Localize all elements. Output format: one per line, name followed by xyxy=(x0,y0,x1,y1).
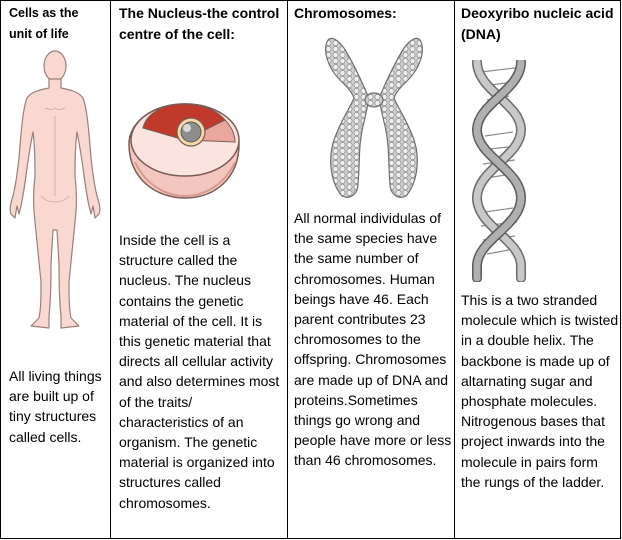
column-text: Inside the cell is a structure called th… xyxy=(119,232,280,511)
column-heading: The Nucleus-the control centre of the ce… xyxy=(119,5,280,42)
cell-nucleus-icon xyxy=(128,103,240,199)
column-cells: Cells as the unit of life All living thi… xyxy=(0,0,110,539)
chromosome-icon xyxy=(325,37,423,198)
column-heading: Cells as the unit of life xyxy=(9,6,79,41)
column-divider xyxy=(110,0,111,539)
column-text: All normal individulas of the same speci… xyxy=(294,210,452,469)
column-dna: Deoxyribo nucleic acid (DNA) This is a t… xyxy=(455,0,621,539)
column-text: This is a two stranded molecule which is… xyxy=(461,292,619,490)
column-chromosomes: Chromosomes: All normal individulas of t… xyxy=(288,0,454,539)
column-divider xyxy=(287,0,288,539)
column-text: All living things are built up of tiny s… xyxy=(9,368,102,445)
column-heading: Chromosomes: xyxy=(294,5,397,21)
dna-helix-icon xyxy=(471,60,527,282)
column-divider xyxy=(454,0,455,539)
human-body-icon xyxy=(9,50,101,329)
column-heading: Deoxyribo nucleic acid (DNA) xyxy=(461,5,614,42)
column-nucleus: The Nucleus-the control centre of the ce… xyxy=(111,0,287,539)
